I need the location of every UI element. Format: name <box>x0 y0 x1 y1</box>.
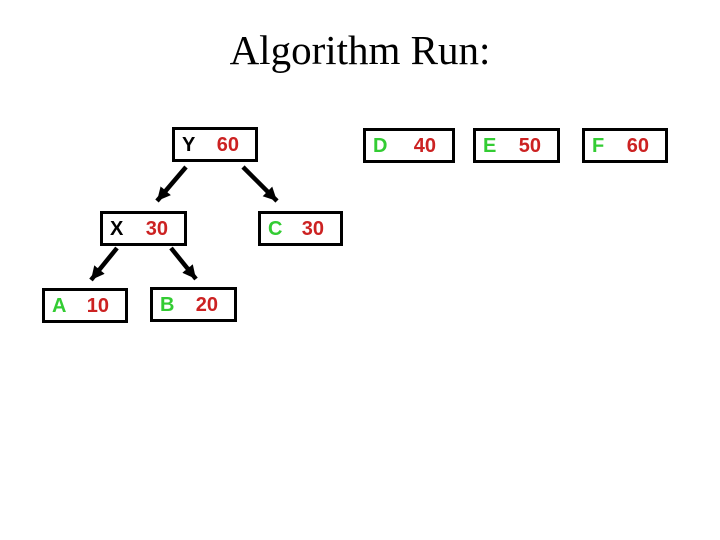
tree-node-c: C 30 <box>258 211 343 246</box>
node-value: 50 <box>518 134 541 157</box>
node-label: A <box>52 294 67 317</box>
tree-node-e: E 50 <box>473 128 560 163</box>
node-label: Y <box>182 133 196 156</box>
node-value: 30 <box>301 217 324 240</box>
node-value: 20 <box>195 293 218 316</box>
node-label: E <box>483 134 497 157</box>
node-value: 60 <box>216 133 239 156</box>
edge-x-b <box>169 246 198 281</box>
node-value: 40 <box>413 134 436 157</box>
node-label: D <box>373 134 388 157</box>
node-value: 10 <box>86 294 109 317</box>
node-label: X <box>110 217 124 240</box>
tree-node-y: Y 60 <box>172 127 258 162</box>
tree-node-b: B 20 <box>150 287 237 322</box>
node-value: 30 <box>145 217 168 240</box>
node-label: B <box>160 293 175 316</box>
tree-node-d: D 40 <box>363 128 455 163</box>
page-title: Algorithm Run: <box>229 27 491 73</box>
edge-y-c <box>241 165 279 203</box>
tree-node-x: X 30 <box>100 211 187 246</box>
tree-node-a: A 10 <box>42 288 128 323</box>
node-label: C <box>268 217 283 240</box>
node-value: 60 <box>626 134 649 157</box>
node-label: F <box>592 134 605 157</box>
tree-node-f: F 60 <box>582 128 668 163</box>
edge-y-x <box>155 165 188 203</box>
edge-x-a <box>89 246 119 282</box>
